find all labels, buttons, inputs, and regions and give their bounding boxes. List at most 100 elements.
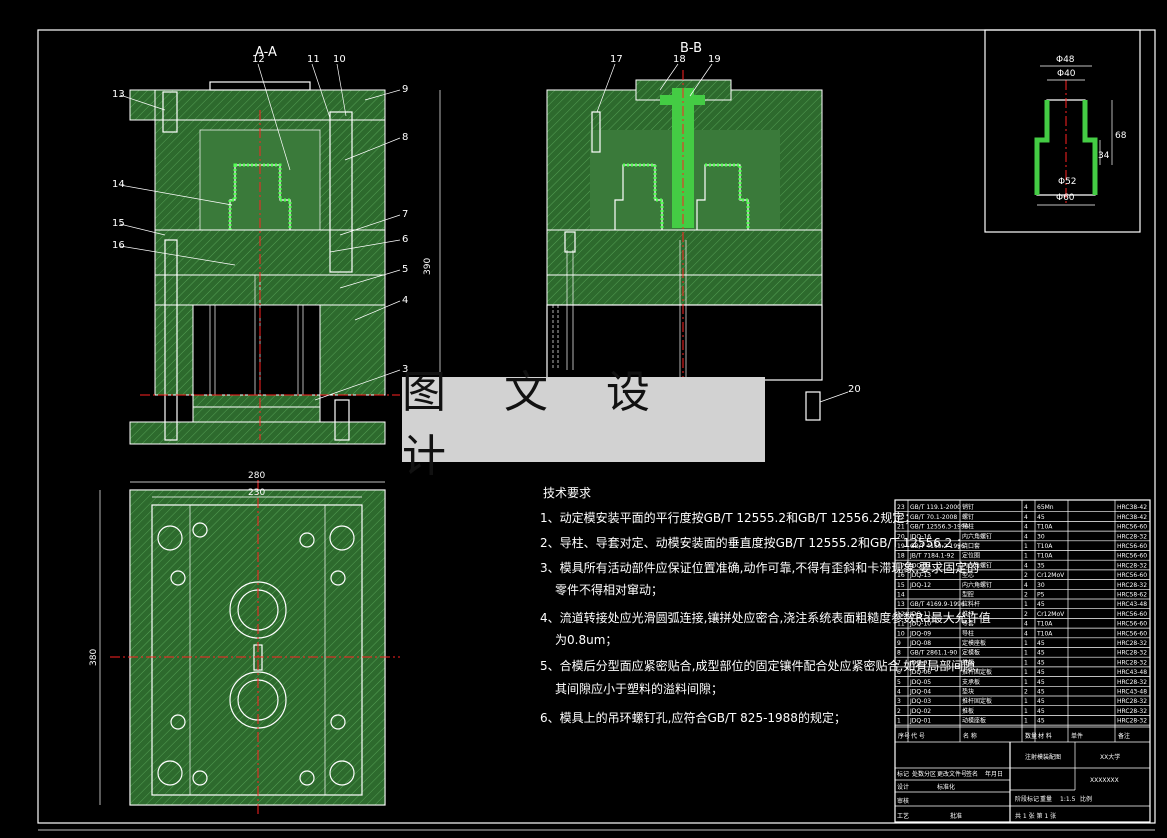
svg-text:12: 12 (252, 54, 265, 65)
bom-cell: 14 (897, 592, 905, 599)
bom-header-cell: 序号 (898, 732, 910, 740)
bom-cell: 导套 (962, 620, 974, 628)
bom-cell: HRC28-32 (1117, 659, 1147, 666)
section-bb-view: B-B 17 18 19 20 (546, 41, 861, 421)
bom-cell: T10A (1036, 524, 1053, 531)
svg-text:230: 230 (248, 488, 265, 498)
bom-cell: 45 (1037, 689, 1045, 696)
svg-text:Φ48: Φ48 (1056, 55, 1075, 65)
svg-text:16: 16 (112, 240, 125, 251)
bom-cell: 16 (897, 572, 905, 579)
bom-cell: HRC56-60 (1117, 630, 1147, 637)
bom-cell: 1 (1024, 698, 1028, 705)
bom-cell: HRC56-60 (1117, 621, 1147, 628)
part-detail-view: Φ48 Φ40 Φ52 Φ60 68 34 (984, 29, 1141, 233)
bom-cell: 推板 (962, 658, 974, 666)
svg-text:更改文件号: 更改文件号 (937, 770, 967, 778)
bom-cell: 4 (897, 689, 901, 696)
svg-text:390: 390 (423, 258, 433, 275)
svg-text:280: 280 (248, 471, 265, 481)
bom-cell: 4 (1024, 582, 1028, 589)
bom-header-cell: 备注 (1118, 732, 1130, 740)
svg-text:为0.8um；: 为0.8um； (555, 633, 617, 647)
bom-cell: 11 (897, 621, 905, 628)
bom-cell: 1 (1024, 543, 1028, 550)
plan-view: 280 230 380 (89, 471, 400, 815)
bom-cell: HRC56-60 (1117, 524, 1147, 531)
bom-cell: 20 (897, 533, 905, 540)
bom-cell: 30 (1037, 582, 1045, 589)
svg-text:6、模具上的吊环螺钉孔,应符合GB/T 825-1988的规: 6、模具上的吊环螺钉孔,应符合GB/T 825-1988的规定； (540, 710, 846, 725)
bom-cell: 推板 (962, 707, 974, 715)
bom-cell: 定模板 (962, 649, 980, 657)
bom-cell: 1 (1024, 650, 1028, 657)
bom-cell: HRC28-32 (1117, 562, 1147, 569)
bom-cell: T10A (1036, 553, 1053, 560)
bom-cell: 定位圈 (962, 552, 980, 560)
bom-cell: 45 (1037, 718, 1045, 725)
svg-text:9: 9 (402, 84, 408, 95)
sheet-info: 共 1 张 第 1 张 (1015, 812, 1056, 820)
bom-cell: JDQ-04 (909, 689, 931, 696)
bom-cell: 21 (897, 524, 905, 531)
bom-cell: JDQ-08 (909, 640, 931, 647)
section-aa-label: A-A (255, 45, 277, 60)
bom-cell: 1 (1024, 708, 1028, 715)
bom-cell: 13 (897, 601, 905, 608)
bom-cell: GB/T 12556.3-1996 (910, 524, 969, 531)
svg-text:20: 20 (848, 384, 861, 395)
svg-text:4: 4 (402, 295, 408, 306)
school-name: XX大学 (1100, 753, 1120, 761)
svg-text:8: 8 (402, 132, 408, 143)
bom-cell: 45 (1037, 601, 1045, 608)
bom-cell: 23 (897, 504, 905, 511)
svg-text:分区: 分区 (924, 770, 936, 778)
bom-cell: HRC43-48 (1117, 669, 1147, 676)
svg-text:处数: 处数 (912, 770, 924, 778)
svg-text:10: 10 (333, 54, 346, 65)
bom-cell: 12 (897, 611, 905, 618)
bom-cell: 内六角螺钉 (962, 581, 992, 589)
tech-requirements: 技术要求 1、动定模安装平面的平行度按GB/T 12555.2和GB/T 125… (540, 486, 991, 725)
bom-cell: 45 (1037, 650, 1045, 657)
bom-cell: HRC28-32 (1117, 708, 1147, 715)
bom-cell: 3 (897, 698, 901, 705)
bom-cell: 17 (897, 562, 905, 569)
bom-cell: 垫块 (962, 688, 974, 696)
bom-cell: GB/T 4169.2-1996 (910, 543, 965, 550)
svg-text:34: 34 (1098, 151, 1110, 161)
svg-text:17: 17 (610, 54, 623, 65)
bom-cell: 销钉 (962, 503, 974, 511)
bom-cell: 5 (897, 679, 901, 686)
section-bb-label: B-B (680, 41, 702, 56)
bom-cell: 30 (1037, 533, 1045, 540)
bom-cell: GB/T 2861.1-90 (910, 650, 957, 657)
bom-cell: P5 (1037, 592, 1045, 599)
svg-text:7: 7 (402, 209, 408, 220)
bom-cell: HRC58-62 (1117, 592, 1147, 599)
bom-cell: 1 (1024, 669, 1028, 676)
watermark-text: 图 文 设 计 (402, 366, 672, 482)
svg-text:18: 18 (673, 54, 686, 65)
svg-text:技术要求: 技术要求 (543, 486, 591, 500)
bom-cell: 螺钉 (962, 513, 974, 521)
bom-cell: 2 (1024, 592, 1028, 599)
drawing-code: XXXXXXX (1090, 777, 1119, 784)
svg-text:5、合模后分型面应紧密贴合,成型部位的固定镶件配合处应紧密贴: 5、合模后分型面应紧密贴合,成型部位的固定镶件配合处应紧密贴合,如有局部间隙, (540, 658, 979, 673)
bom-cell: 45 (1037, 708, 1045, 715)
bom-cell: JDQ-10 (909, 621, 931, 628)
bom-cell: 型腔 (962, 591, 974, 599)
bom-cell: 推杆 (962, 610, 974, 618)
svg-text:重量: 重量 (1040, 795, 1052, 803)
bom-cell: 1 (1024, 640, 1028, 647)
bom-cell: T10A (1036, 543, 1053, 550)
bom-cell: 45 (1037, 698, 1045, 705)
bom-cell: 2 (897, 708, 901, 715)
bom-cell: JDQ-11 (909, 611, 931, 618)
bom-cell: HRC43-48 (1117, 601, 1147, 608)
bom-cell: Cr12MoV (1037, 572, 1065, 579)
bom-cell: 推杆固定板 (962, 697, 992, 705)
bom-header-cell: 数量 (1025, 732, 1037, 740)
bom-cell: 4 (1024, 504, 1028, 511)
bom-cell: 45 (1037, 669, 1045, 676)
